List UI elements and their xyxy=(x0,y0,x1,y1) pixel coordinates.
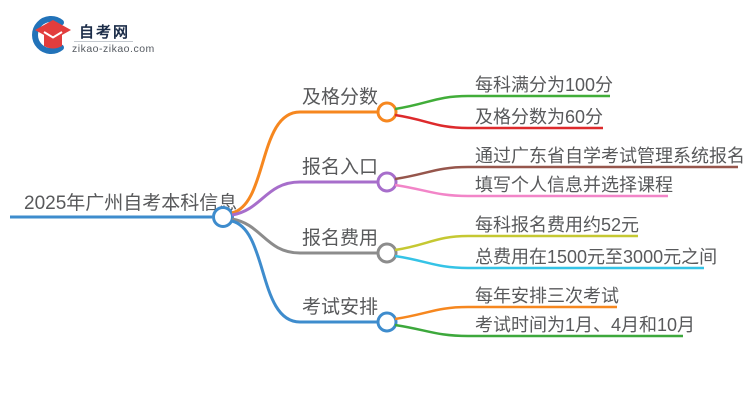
branch-2-node-circle xyxy=(376,171,398,193)
root-node-circle xyxy=(212,206,234,228)
branch-1-child-2-label: 及格分数为60分 xyxy=(475,107,603,127)
root-label: 2025年广州自考本科信息 xyxy=(24,192,237,214)
logo-cap-base xyxy=(44,33,62,49)
branch-registration-portal: 报名入口 通过广东省自学考试管理系统报名 填写个人信息并选择课程 xyxy=(231,146,745,217)
branch-4-child-2-edge xyxy=(394,323,683,338)
branch-2-label: 报名入口 xyxy=(302,156,378,178)
branch-registration-fee: 报名费用 每科报名费用约52元 总费用在1500元至3000元之间 xyxy=(231,215,717,270)
branch-3-label: 报名费用 xyxy=(302,227,378,249)
branch-exam-schedule: 考试安排 每年安排三次考试 考试时间为1月、4月和10月 xyxy=(231,219,695,338)
branch-3-child-2-edge xyxy=(394,254,704,270)
branch-2-child-2-edge xyxy=(394,183,668,198)
logo-title: 自考网 xyxy=(79,23,130,41)
branch-1-child-2-edge xyxy=(394,113,603,130)
logo-crescent-icon xyxy=(32,16,64,54)
branch-1-edge xyxy=(231,110,378,215)
branch-1-node-circle xyxy=(376,101,398,123)
branch-3-node-circle xyxy=(376,242,398,264)
branch-3-child-1-edge xyxy=(394,234,638,252)
branch-1-label: 及格分数 xyxy=(302,86,378,108)
branch-2-edge xyxy=(231,180,378,217)
branch-4-edge xyxy=(231,219,378,324)
branch-4-label: 考试安排 xyxy=(302,296,378,318)
branch-4-node-circle xyxy=(376,311,398,333)
branch-2-child-1-label: 通过广东省自学考试管理系统报名 xyxy=(475,146,745,166)
logo: 自考网 zikao-zikao.com xyxy=(32,16,155,55)
branch-3-edge xyxy=(231,217,378,255)
branch-4-child-1-label: 每年安排三次考试 xyxy=(475,286,619,306)
branch-passing-score: 及格分数 每科满分为100分 及格分数为60分 xyxy=(231,75,613,215)
logo-domain-text: zikao-zikao.com xyxy=(72,43,155,55)
branch-3-child-2-label: 总费用在1500元至3000元之间 xyxy=(475,247,717,267)
logo-cap-chevron xyxy=(43,31,63,39)
branch-4-child-1-edge xyxy=(394,305,617,321)
branch-1-child-1-label: 每科满分为100分 xyxy=(475,75,613,95)
branch-2-child-1-edge xyxy=(394,165,738,181)
branch-2-child-2-label: 填写个人信息并选择课程 xyxy=(475,175,673,195)
root-node: 2025年广州自考本科信息 xyxy=(10,192,237,228)
branch-3-child-1-label: 每科报名费用约52元 xyxy=(475,215,639,235)
branch-4-child-2-label: 考试时间为1月、4月和10月 xyxy=(475,315,695,335)
branch-1-child-1-edge xyxy=(394,94,610,111)
